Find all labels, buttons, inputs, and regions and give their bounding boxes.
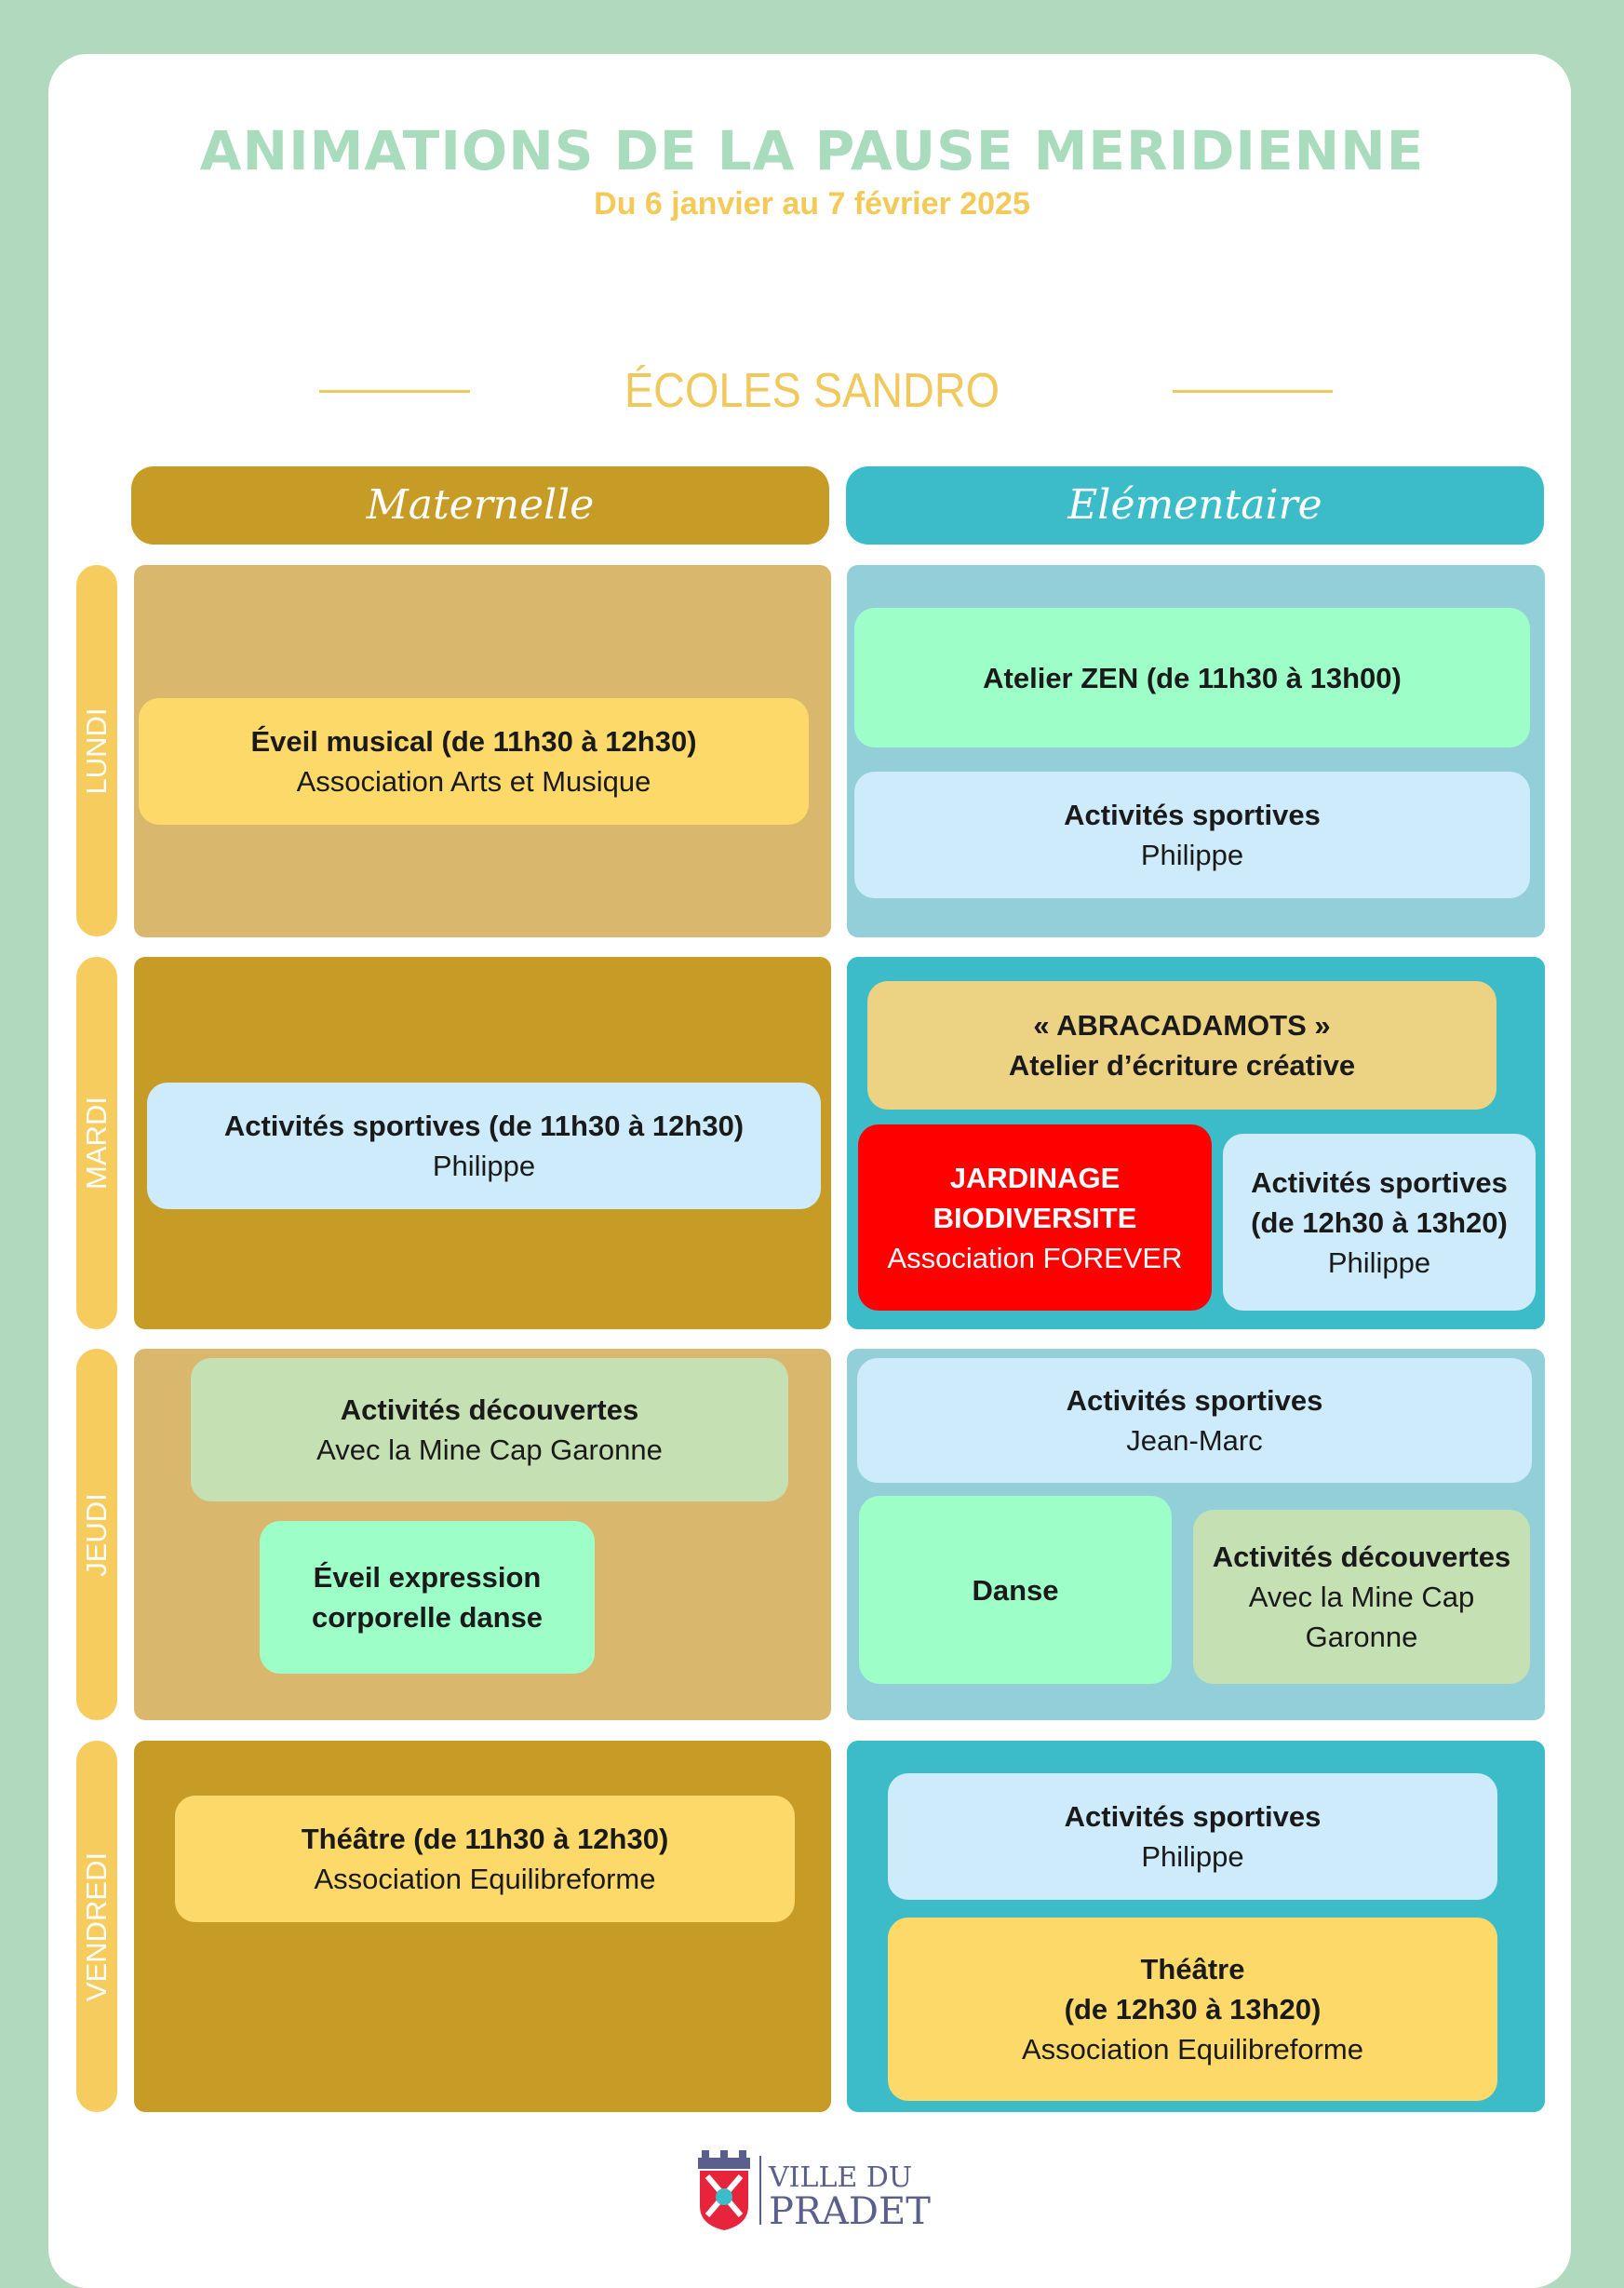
activity-title: Théâtre (1140, 1953, 1245, 1985)
school-rule-left (319, 390, 470, 393)
logo-divider (759, 2156, 761, 2225)
logo-line-2: PRADET (769, 2190, 931, 2233)
activity-title: Activités sportives (1064, 1800, 1322, 1833)
day-label-jeudi: JEUDI (76, 1349, 117, 1720)
activity-title: Activités découvertes (1212, 1541, 1511, 1573)
activity-title: JARDINAGE (949, 1161, 1121, 1194)
activity-title: Éveil musical (de 11h30 à 12h30) (250, 725, 697, 758)
activity-detail: Jean-Marc (1126, 1424, 1263, 1457)
vendredi-elementaire-panel: Activités sportives Philippe Théâtre (de… (847, 1741, 1545, 2112)
activity-detail: Avec la Mine Cap (1248, 1581, 1475, 1613)
activity-detail: Philippe (1327, 1245, 1431, 1279)
logo-text: VILLE DU PRADET (769, 2161, 931, 2233)
activity-title: Activités sportives (1251, 1165, 1508, 1199)
activity-title: Activités sportives (1066, 1384, 1323, 1417)
activity-subtitle: (de 12h30 à 13h20) (1251, 1205, 1508, 1239)
activity-card-jardinage: JARDINAGE BIODIVERSITE Association FOREV… (858, 1124, 1212, 1311)
activity-subtitle: corporelle danse (311, 1601, 544, 1634)
activity-card-sport: Activités sportives Philippe (888, 1773, 1497, 1900)
lundi-maternelle-panel: Éveil musical (de 11h30 à 12h30) Associa… (134, 565, 831, 937)
jeudi-maternelle-panel: Activités découvertes Avec la Mine Cap G… (134, 1349, 831, 1720)
activity-card-theatre: Théâtre (de 11h30 à 12h30) Association E… (175, 1796, 795, 1922)
activity-subtitle: BIODIVERSITE (933, 1201, 1137, 1234)
lundi-elementaire-panel: Atelier ZEN (de 11h30 à 13h00) Activités… (847, 565, 1545, 937)
activity-card-decouvertes: Activités découvertes Avec la Mine Cap G… (191, 1358, 788, 1501)
activity-card-atelier-zen: Atelier ZEN (de 11h30 à 13h00) (854, 608, 1530, 747)
activity-card-eveil-expression: Éveil expression corporelle danse (260, 1521, 595, 1674)
day-label-vendredi: VENDREDI (76, 1741, 117, 2112)
logo-line-1: VILLE DU (769, 2161, 913, 2194)
activity-subtitle: Atelier d’écriture créative (1008, 1049, 1356, 1082)
activity-card-danse: Danse (859, 1496, 1172, 1684)
school-name: ÉCOLES SANDRO (624, 364, 1000, 418)
activity-subtitle: (de 12h30 à 13h20) (1064, 1993, 1322, 2026)
ville-du-pradet-logo: VILLE DU PRADET (694, 2148, 931, 2232)
activity-detail: Philippe (1141, 1840, 1244, 1873)
activity-detail: Association Equilibreforme (1021, 2033, 1363, 2066)
activity-card-sport: Activités sportives Jean-Marc (857, 1358, 1532, 1483)
day-label-lundi: LUNDI (76, 565, 117, 936)
activity-title: Théâtre (de 11h30 à 12h30) (301, 1823, 669, 1855)
activity-card-sport: Activités sportives (de 11h30 à 12h30) P… (147, 1083, 821, 1209)
mardi-maternelle-panel: Activités sportives (de 11h30 à 12h30) P… (134, 957, 831, 1329)
page-title: ANIMATIONS DE LA PAUSE MERIDIENNE (199, 119, 1425, 182)
school-rule-right (1173, 390, 1333, 393)
activity-detail: Association Equilibreforme (314, 1863, 656, 1895)
activity-title: Activités découvertes (340, 1393, 639, 1426)
coat-of-arms-icon (698, 2150, 750, 2230)
day-label-mardi: MARDI (76, 957, 117, 1329)
activity-detail: Association Arts et Musique (296, 765, 651, 798)
activity-detail: Philippe (432, 1150, 536, 1182)
activity-card-abracadamots: « ABRACADAMOTS » Atelier d’écriture créa… (867, 981, 1496, 1110)
activity-card-theatre: Théâtre (de 12h30 à 13h20) Association E… (888, 1918, 1497, 2101)
activity-title: Atelier ZEN (de 11h30 à 13h00) (983, 661, 1402, 694)
column-header-maternelle: Maternelle (131, 466, 829, 545)
activity-card-decouvertes: Activités découvertes Avec la Mine Cap G… (1193, 1510, 1530, 1684)
mardi-elementaire-panel: « ABRACADAMOTS » Atelier d’écriture créa… (847, 957, 1545, 1329)
activity-detail: Association FOREVER (887, 1241, 1183, 1274)
vendredi-maternelle-panel: Théâtre (de 11h30 à 12h30) Association E… (134, 1741, 831, 2112)
activity-title: Danse (972, 1573, 1059, 1607)
activity-detail: Avec la Mine Cap Garonne (316, 1433, 663, 1466)
date-range: Du 6 janvier au 7 février 2025 (594, 186, 1030, 222)
activity-card-sport: Activités sportives (de 12h30 à 13h20) P… (1223, 1134, 1536, 1311)
activity-title: Éveil expression (313, 1561, 542, 1594)
activity-title: Activités sportives (1064, 799, 1321, 831)
activity-title: Activités sportives (de 11h30 à 12h30) (223, 1110, 745, 1142)
column-header-elementaire: Elémentaire (846, 466, 1544, 545)
activity-card-eveil-musical: Éveil musical (de 11h30 à 12h30) Associa… (139, 698, 809, 825)
jeudi-elementaire-panel: Activités sportives Jean-Marc Danse Acti… (847, 1349, 1545, 1720)
activity-detail: Garonne (1305, 1621, 1418, 1653)
activity-card-sport: Activités sportives Philippe (854, 772, 1530, 898)
activity-detail: Philippe (1140, 839, 1244, 871)
activity-title: « ABRACADAMOTS » (1033, 1009, 1331, 1042)
